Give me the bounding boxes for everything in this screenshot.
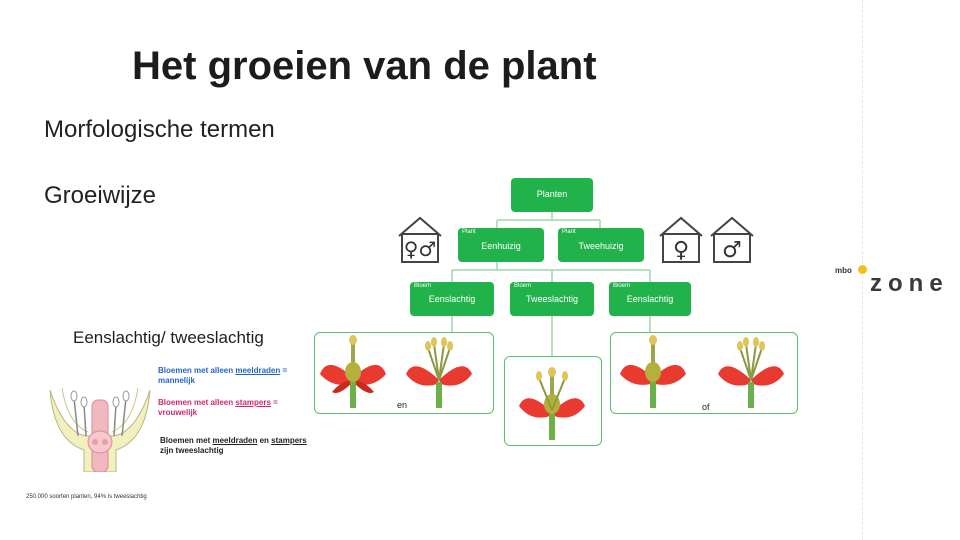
note-male: Bloemen met alleen meeldraden = mannelij…: [158, 366, 288, 385]
bullet-morfologische-termen: Morfologische termen: [44, 116, 275, 143]
node-eenhuizig: Plant Eenhuizig: [458, 228, 544, 262]
svg-text:♀: ♀: [673, 238, 689, 263]
svg-text:♀♂: ♀♂: [404, 237, 437, 261]
footnote: 250.000 soorten planten, 94% is tweeslac…: [26, 494, 147, 500]
node-eenslachtig-left: Bloem Eenslachtig: [410, 282, 494, 316]
house-female-male-icon: ♀♂: [398, 216, 442, 263]
node-planten: Planten: [511, 178, 593, 212]
svg-text:♂: ♂: [722, 238, 742, 263]
node-tweeslachtig: Bloem Tweeslachtig: [510, 282, 594, 316]
note-bisexual: Bloemen met meeldraden en stampers zijn …: [160, 436, 307, 455]
flower-cross-section-icon: [49, 387, 151, 472]
female-flower-icon: [320, 335, 386, 408]
male-flower-icon-2: [718, 337, 784, 408]
house-male-icon: ♂: [710, 216, 754, 263]
connector-en: en: [397, 400, 408, 410]
node-eenslachtig-right: Bloem Eenslachtig: [609, 282, 691, 316]
note-female: Bloemen met alleen stampers = vrouwelijk: [158, 398, 278, 417]
connector-of: of: [702, 402, 710, 412]
logo-prefix: mbo: [835, 266, 852, 275]
flower-type-heading: Eenslachtig/ tweeslachtig: [73, 328, 264, 347]
logo-name: zone: [870, 270, 949, 297]
node-tweehuizig: Plant Tweehuizig: [558, 228, 644, 262]
logo-dot-icon: [858, 265, 867, 274]
male-flower-icon: [406, 337, 472, 408]
bullet-groeiwijze: Groeiwijze: [44, 182, 157, 209]
slide-title: Het groeien van de plant: [132, 44, 597, 88]
bisexual-flower-icon: [519, 367, 585, 440]
female-flower-icon-2: [620, 335, 686, 408]
house-female-icon: ♀: [659, 216, 703, 263]
